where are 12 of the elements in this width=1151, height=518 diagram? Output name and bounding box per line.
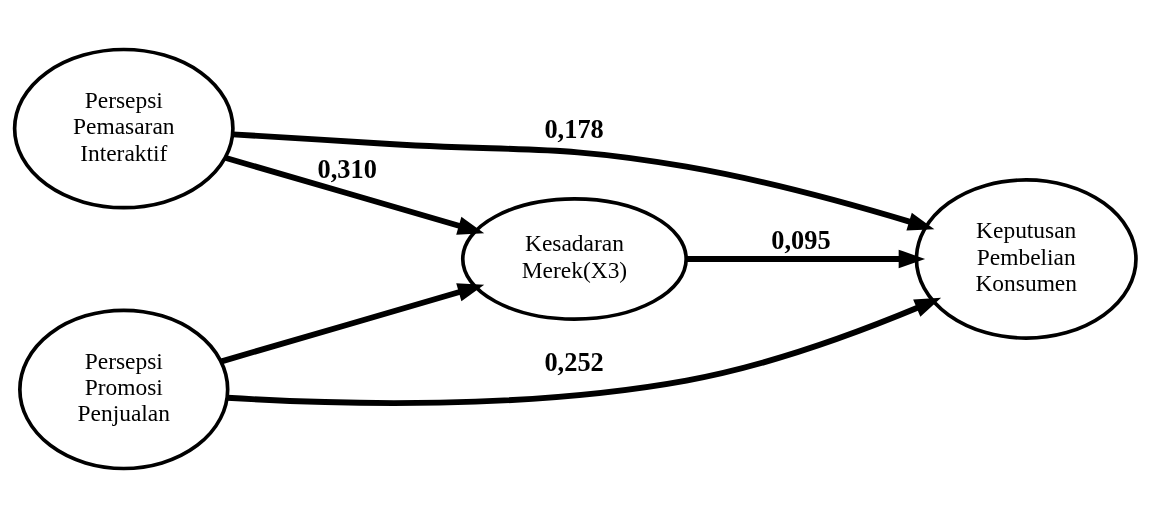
edge-label: 0,178 (544, 114, 604, 144)
node-ellipse: Persepsi Promosi Penjualan (18, 308, 230, 471)
arrow (219, 283, 485, 365)
arrow (232, 131, 935, 231)
arrow (224, 154, 485, 235)
node-ellipse: Kesadaran Merek(X3) (460, 197, 688, 321)
arrow (226, 297, 942, 406)
arrow (686, 249, 926, 269)
edge-label: 0,252 (544, 347, 604, 377)
edge-label: 0,095 (771, 226, 831, 256)
edge-label: 0,310 (317, 154, 377, 184)
node-ellipse: Persepsi Pemasaran Interaktif (12, 47, 235, 210)
